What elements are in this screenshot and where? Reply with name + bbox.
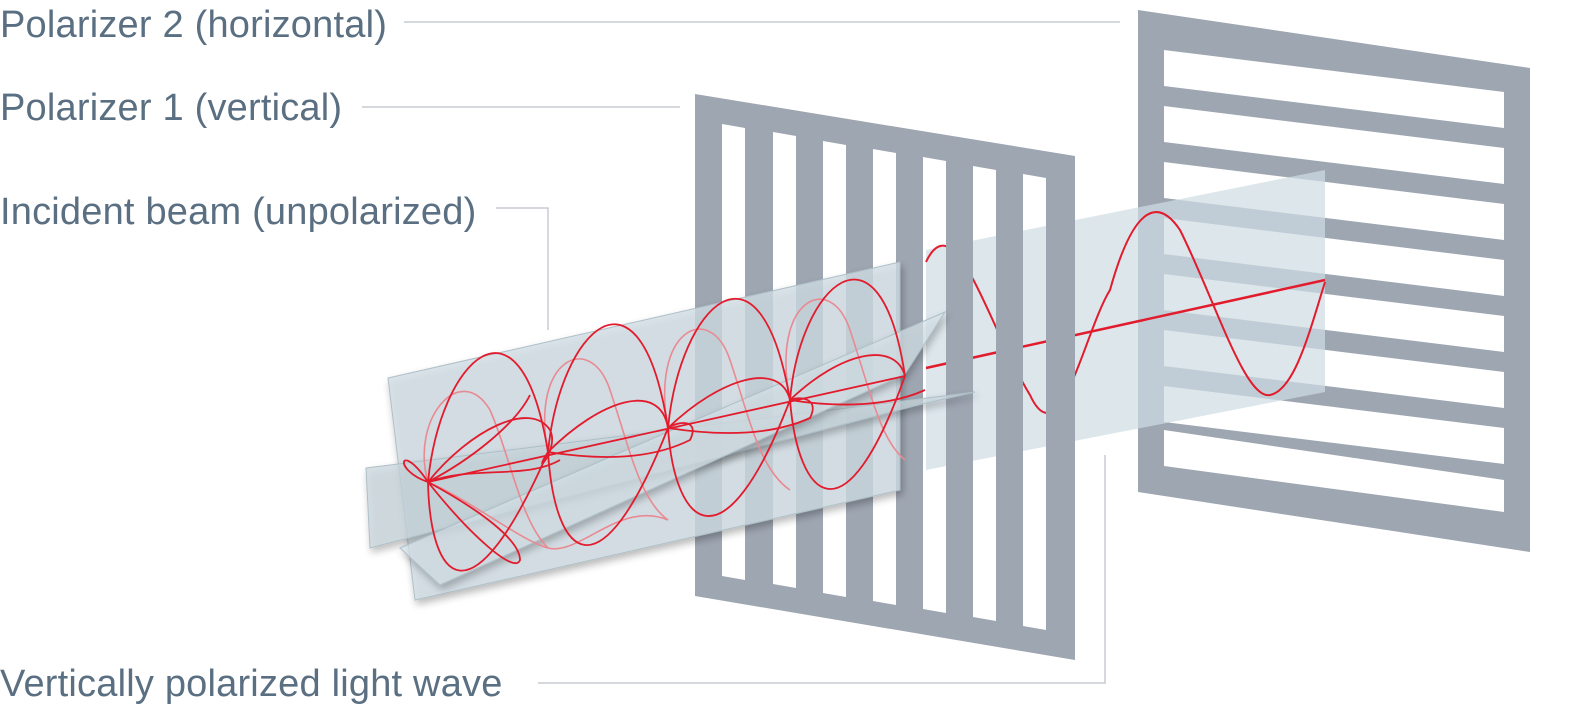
- beam-axis-line: [925, 278, 1326, 370]
- polarizer-1-label: Polarizer 1 (vertical): [0, 87, 343, 129]
- polarizer-2-label: Polarizer 2 (horizontal): [0, 4, 388, 46]
- leader-line-incident-beam: [496, 207, 549, 330]
- incident-beam-label: Incident beam (unpolarized): [0, 191, 477, 233]
- incident-beam: [365, 261, 976, 601]
- polarized-light-plane: [926, 170, 1325, 470]
- polarizer-2-horizontal: [1138, 10, 1530, 552]
- leader-line-polarized-wave: [538, 455, 1106, 684]
- leader-lines: [362, 21, 1120, 684]
- incident-beam-axis: [427, 375, 906, 483]
- polarized-wave-label: Vertically polarized light wave: [0, 663, 503, 705]
